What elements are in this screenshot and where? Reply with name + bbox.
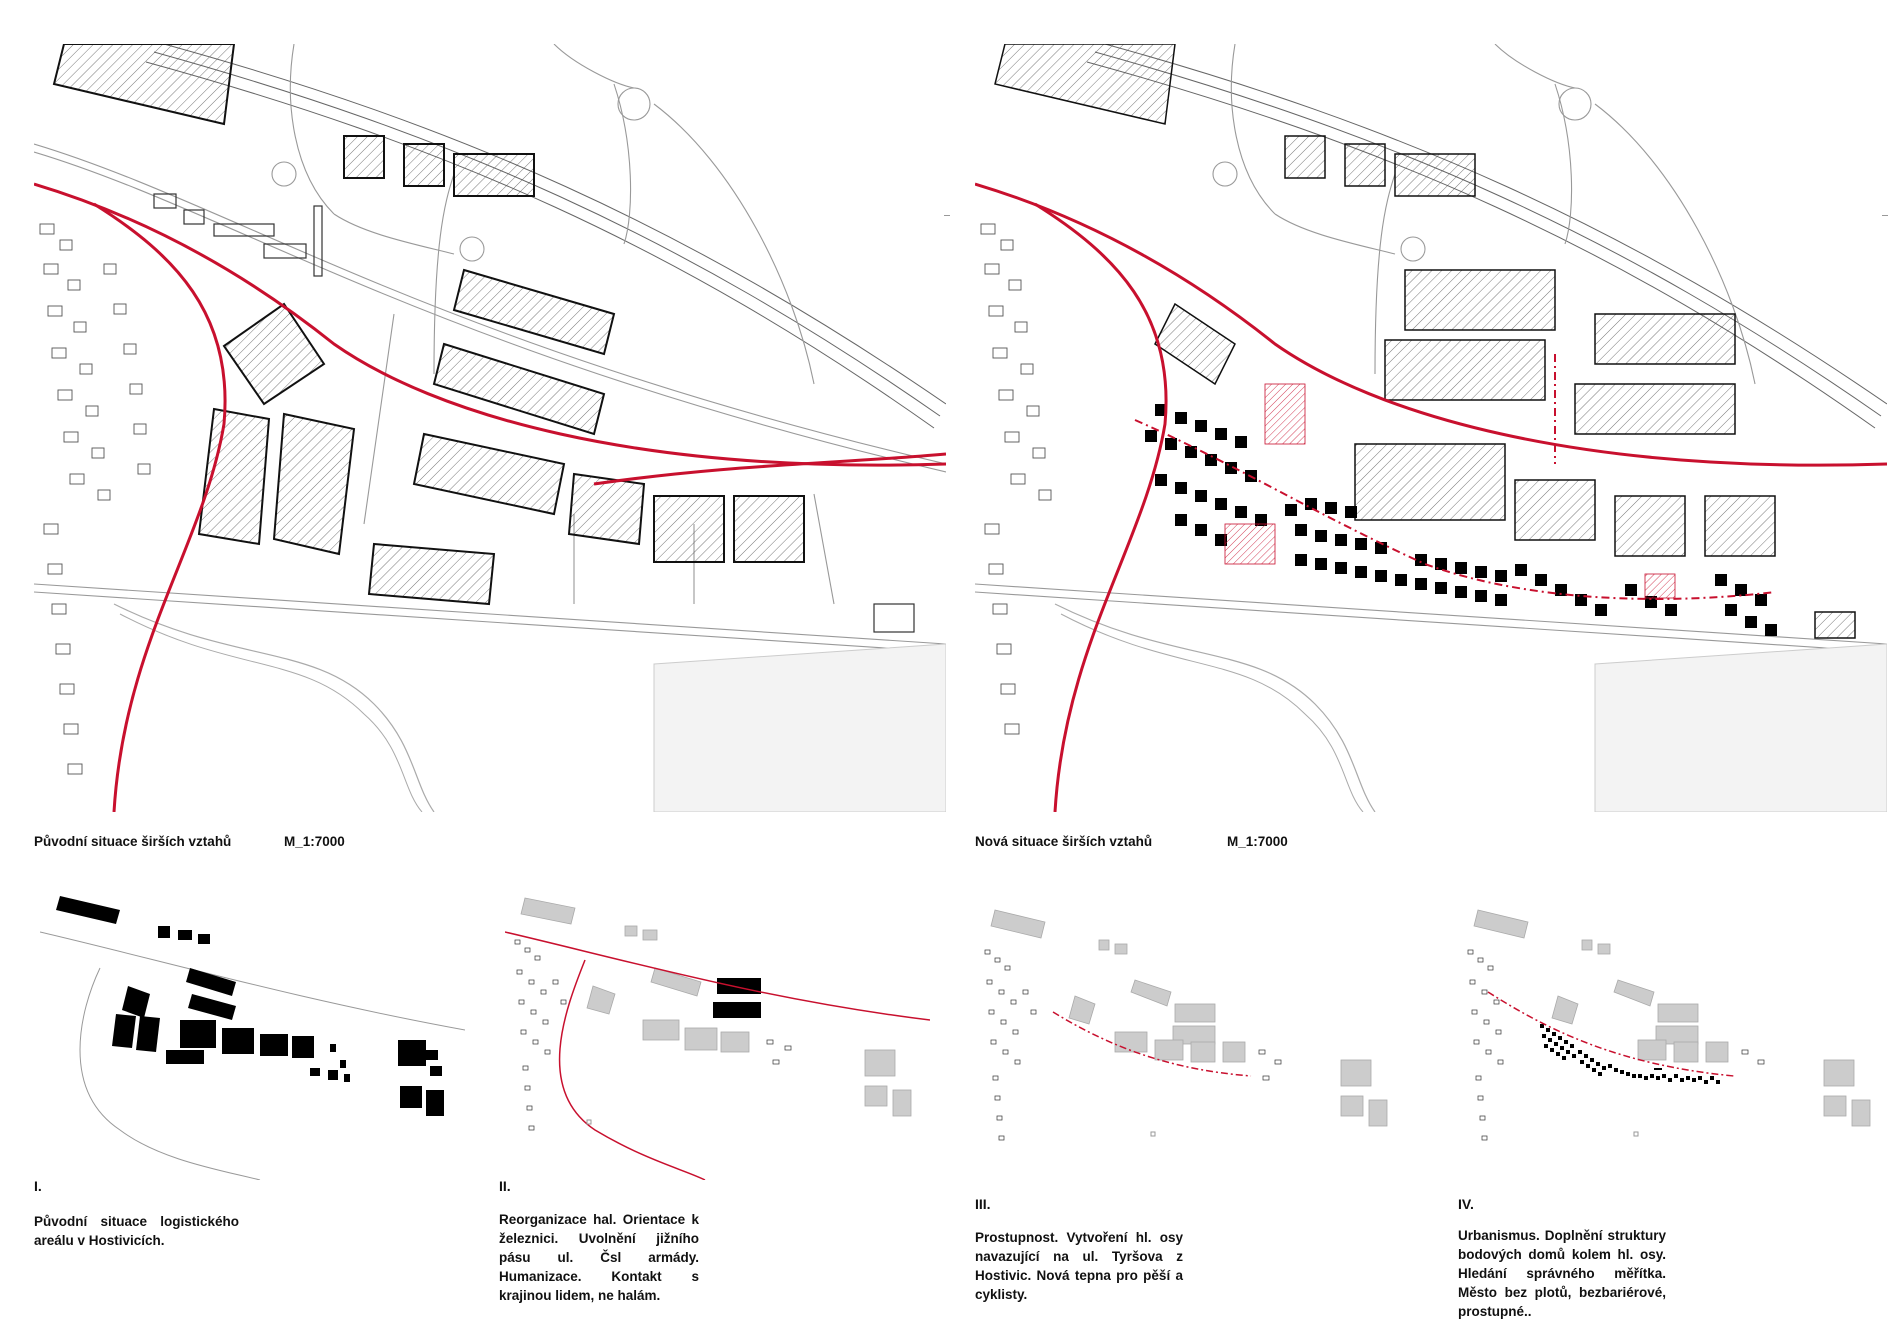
step-2-numeral: II. — [499, 1178, 511, 1194]
new-situation-map — [975, 44, 1887, 812]
logistics-halls — [994, 44, 1856, 639]
main-axis-dashed — [1134, 354, 1776, 600]
original-map-scale: M_1:7000 — [284, 834, 345, 849]
new-map-title: Nová situace širších vztahů — [975, 834, 1153, 849]
step-3-numeral: III. — [975, 1196, 991, 1212]
rail-road-red — [505, 931, 930, 1180]
step-4-numeral: IV. — [1458, 1196, 1474, 1212]
creek — [113, 603, 435, 812]
scale-tick-left — [944, 215, 950, 216]
original-situation-map — [34, 44, 946, 812]
step-1-diagram — [40, 890, 465, 1180]
grey-halls — [520, 897, 912, 1117]
point-houses — [1145, 404, 1777, 636]
new-map-scale: M_1:7000 — [1227, 834, 1288, 849]
housing — [1467, 949, 1765, 1141]
railway — [145, 44, 946, 429]
step-2-diagram — [505, 890, 930, 1180]
housing — [514, 939, 792, 1131]
step-1-text: Původní situace logistického areálu v Ho… — [34, 1214, 239, 1248]
step-3-text: Prostupnost. Vytvoření hl. osy navazujíc… — [975, 1230, 1183, 1302]
red-roads — [34, 182, 946, 812]
grey-halls — [990, 909, 1388, 1127]
building-footprints — [56, 896, 444, 1116]
housing-fabric — [980, 223, 1052, 735]
step-3-diagram — [975, 900, 1400, 1170]
point-houses — [1540, 1024, 1720, 1084]
public-space-hatch — [1224, 383, 1676, 599]
step-4-diagram — [1458, 900, 1883, 1170]
housing — [984, 949, 1282, 1141]
logistics-halls — [52, 44, 805, 606]
creek — [1054, 603, 1376, 812]
step-2-text: Reorganizace hal. Orientace k železnici.… — [499, 1212, 699, 1303]
grey-halls — [1473, 909, 1871, 1127]
step-4-text: Urbanismus. Doplnění struktury bodových … — [1458, 1228, 1666, 1319]
main-axis-dashed — [1487, 991, 1735, 1077]
railway — [1086, 44, 1887, 429]
step-1-numeral: I. — [34, 1178, 42, 1194]
housing-fabric — [39, 223, 151, 775]
scale-tick-right — [1882, 215, 1888, 216]
small-buildings — [153, 193, 915, 633]
original-map-title: Původní situace širších vztahů — [34, 834, 232, 849]
main-axis-dashed — [1052, 1011, 1252, 1077]
